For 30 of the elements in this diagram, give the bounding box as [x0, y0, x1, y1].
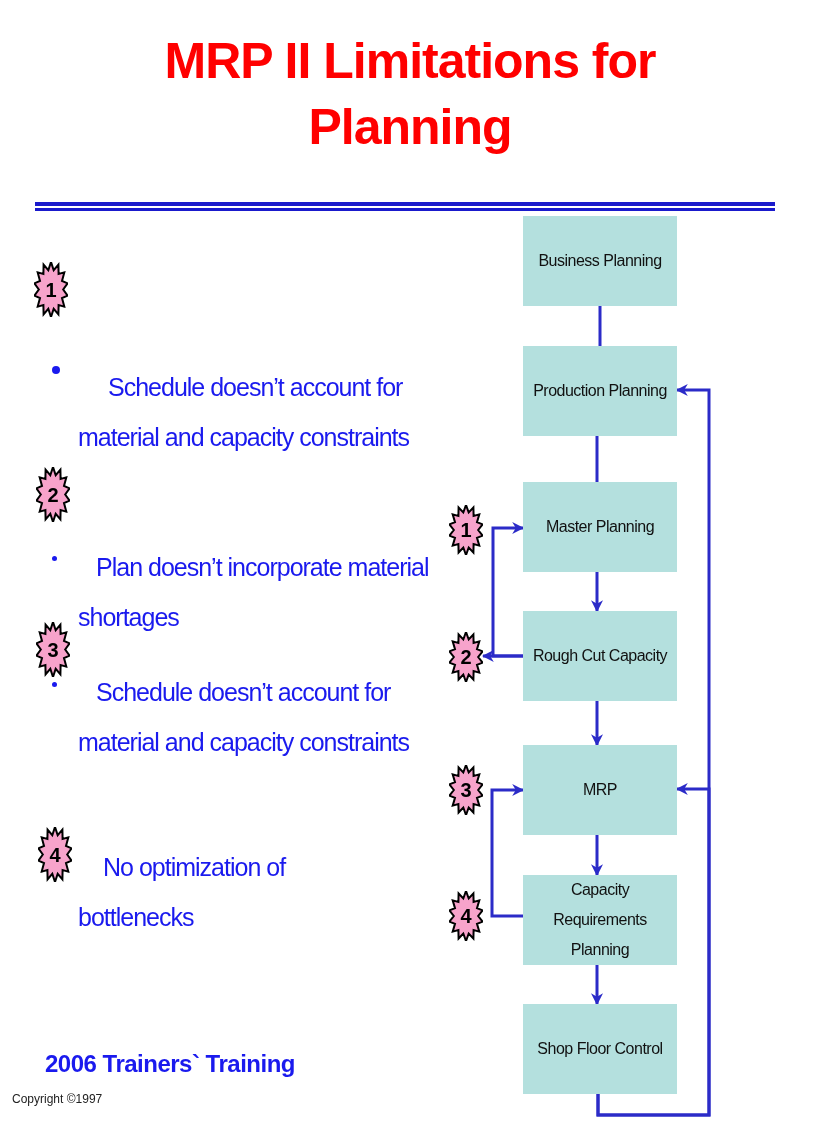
process-box: MRP — [523, 745, 677, 835]
arrow — [591, 835, 603, 877]
bullet-text: Schedule doesn’t account for material and capacity constraints — [78, 677, 411, 758]
arrow — [591, 572, 603, 613]
arrow — [491, 522, 525, 658]
title: MRP II Limitations for Planning — [163, 32, 657, 157]
arrow — [481, 650, 523, 662]
bullet-text: No optimization of bottlenecks — [78, 852, 287, 933]
process-box: Capacity Requirements Planning — [523, 875, 677, 965]
starburst-badge: 3 — [449, 765, 483, 815]
starburst-badge: 2 — [36, 467, 70, 522]
copyright-text: Copyright ©1997 — [12, 1091, 103, 1108]
starburst-badge: 2 — [449, 632, 483, 682]
process-box: Shop Floor Control — [523, 1004, 677, 1094]
arrow — [490, 784, 525, 918]
arrow — [591, 701, 603, 747]
starburst-badge: 4 — [449, 891, 483, 941]
arrow — [591, 965, 603, 1006]
starburst-badge: 1 — [34, 262, 68, 317]
process-box: Rough Cut Capacity — [523, 611, 677, 701]
starburst-badge: 1 — [449, 505, 483, 555]
starburst-badge: 4 — [38, 827, 72, 882]
process-box: Production Planning — [523, 346, 677, 436]
starburst-badge: 3 — [36, 622, 70, 677]
bullet-text: Plan doesn’t incorporate material shortages — [78, 552, 430, 633]
footer-text: 2006 Trainers` Training — [45, 1049, 295, 1079]
process-box: Master Planning — [523, 482, 677, 572]
arrow — [596, 783, 711, 1117]
bullet-text: Schedule doesn’t account for material and capacity constraints — [78, 372, 411, 453]
process-box: Business Planning — [523, 216, 677, 306]
